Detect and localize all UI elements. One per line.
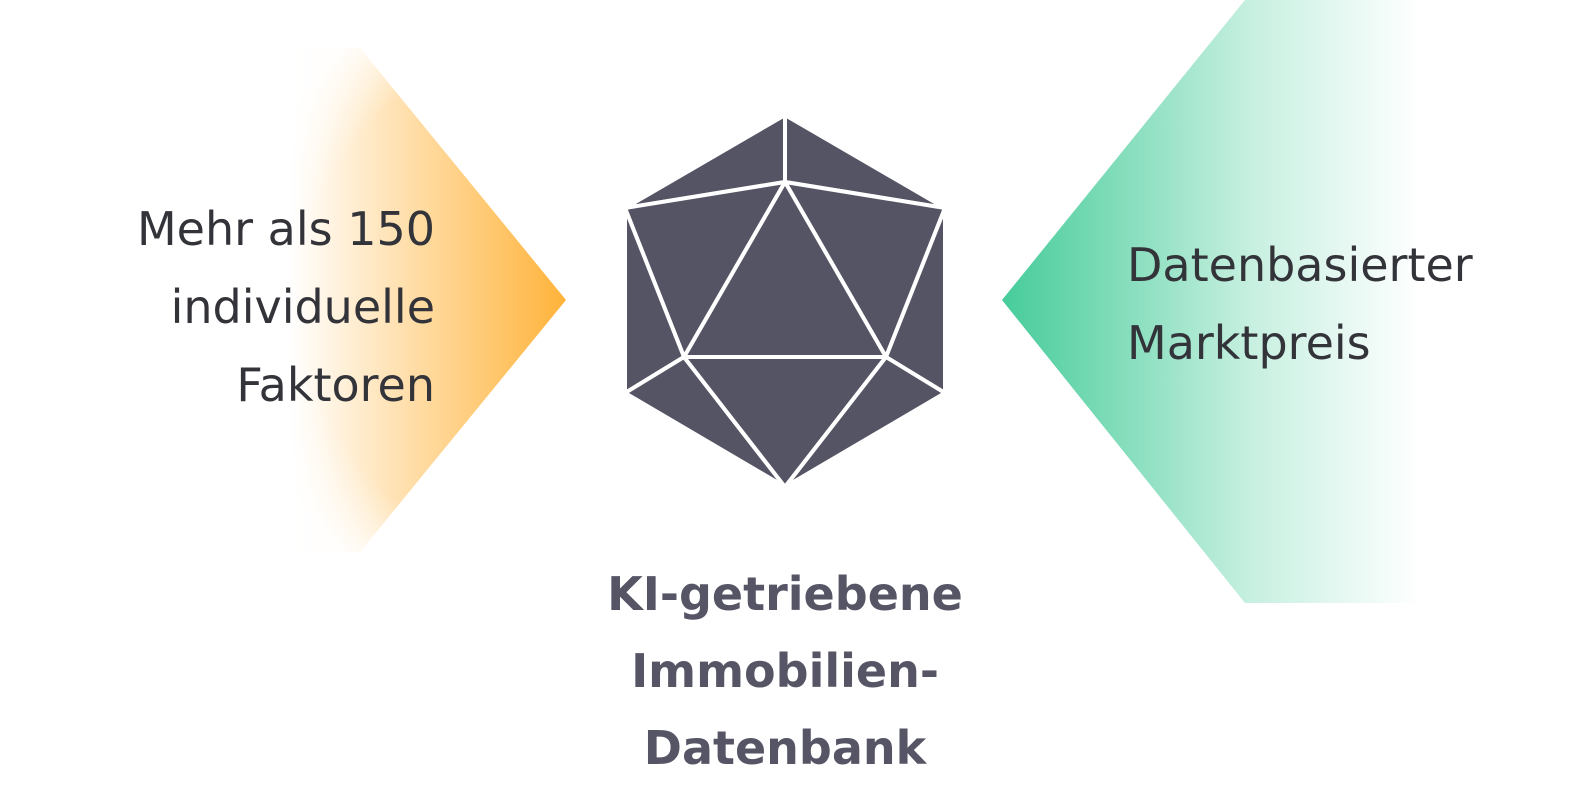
icosahedron-icon (623, 113, 947, 489)
right-label-line-1: Datenbasierter (1127, 238, 1473, 292)
center-title: KI-getriebene Immobilien- Datenbank (560, 556, 1010, 787)
center-title-line-3: Datenbank (643, 721, 927, 775)
left-label-line-1: Mehr als 150 (136, 202, 435, 256)
right-output-arrow (1002, 0, 1440, 603)
left-input-arrow (250, 48, 566, 552)
left-label: Mehr als 150 individuelle Faktoren (55, 190, 435, 424)
center-title-line-1: KI-getriebene (607, 567, 963, 621)
left-label-line-3: Faktoren (236, 358, 435, 412)
left-label-line-2: individuelle (170, 280, 435, 334)
right-label: Datenbasierter Marktpreis (1127, 226, 1567, 382)
center-title-line-2: Immobilien- (631, 644, 939, 698)
right-label-line-2: Marktpreis (1127, 316, 1371, 370)
